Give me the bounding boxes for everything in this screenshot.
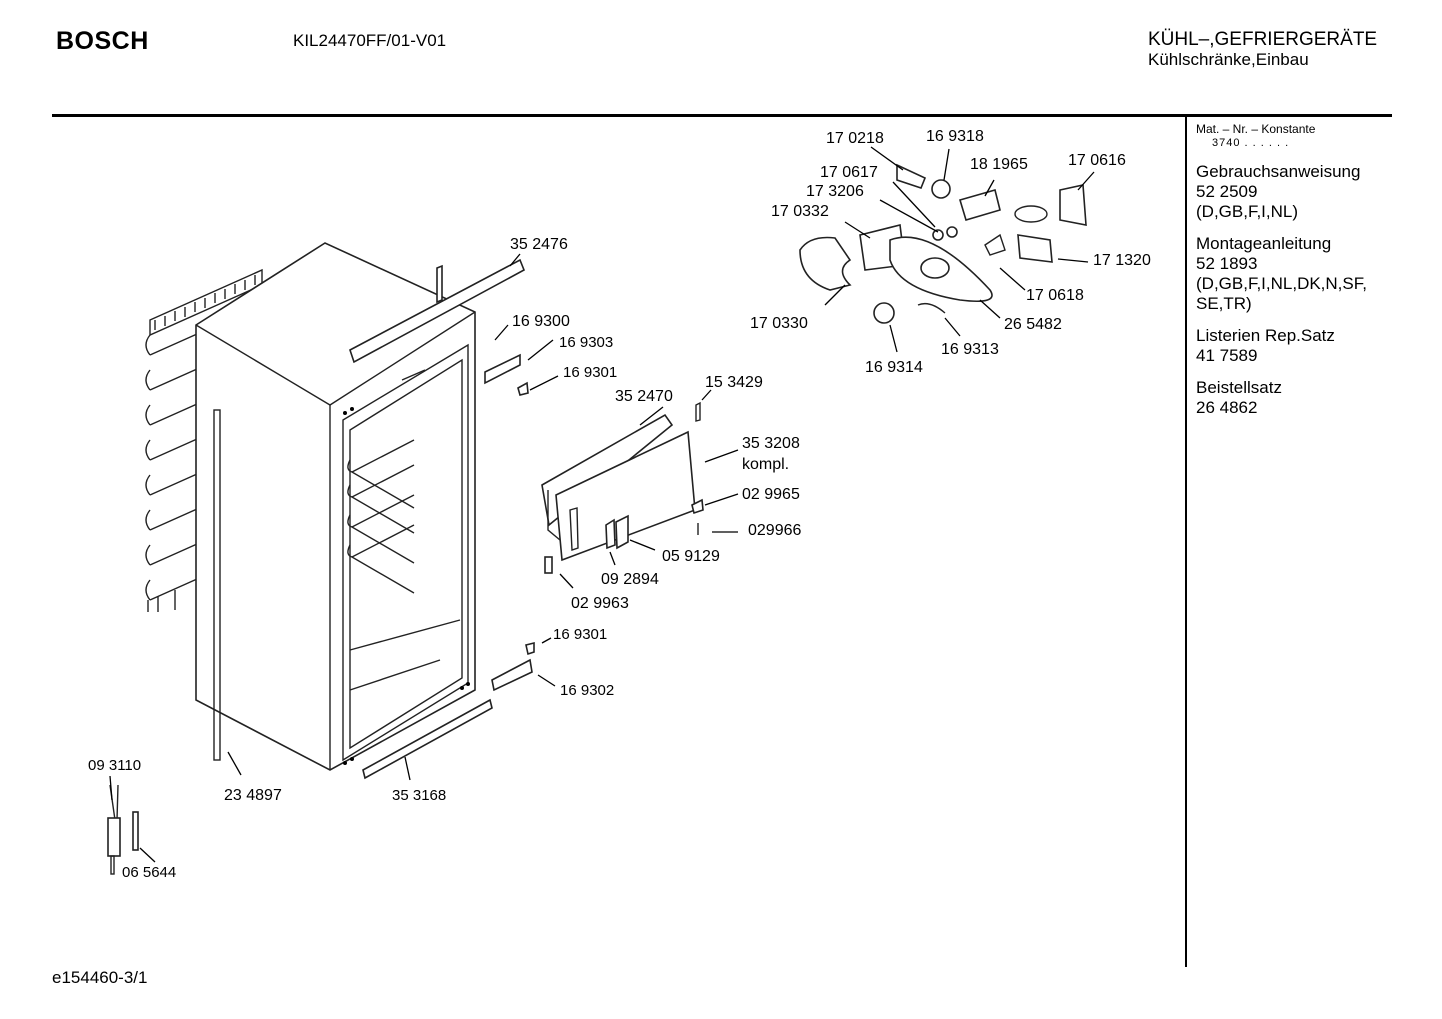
footer-code: e154460-3/1 (52, 968, 148, 987)
hinge-cap (517, 381, 529, 396)
section-line: 26 4862 (1196, 398, 1258, 417)
section-line: 52 1893 (1196, 254, 1258, 273)
part-label-170618: 17 0618 (1026, 287, 1084, 304)
part-label-169318: 16 9318 (926, 128, 984, 145)
sidebar-section-beistellsatz: Beistellsatz 26 4862 (1196, 378, 1386, 418)
section-line: 52 2509 (1196, 182, 1258, 201)
part-label-170617: 17 0617 (820, 164, 878, 181)
part-label-170330: 17 0330 (750, 315, 808, 332)
part-label-169301-top: 16 9301 (563, 364, 617, 381)
mat-label: Mat. – Nr. – Konstante (1196, 122, 1316, 136)
part-label-169303: 16 9303 (559, 334, 613, 351)
category-title: KÜHL–,GEFRIERGERÄTE (1148, 29, 1378, 50)
sidebar-section-listerien: Listerien Rep.Satz 41 7589 (1196, 326, 1386, 366)
part-label-353168: 35 3168 (392, 787, 446, 804)
part-label-065644: 06 5644 (122, 864, 176, 881)
part-label-153429: 15 3429 (705, 374, 763, 391)
category-subtitle: Kühlschränke,Einbau (1148, 50, 1309, 69)
part-label-169302: 16 9302 (560, 682, 614, 699)
header-divider (52, 114, 1392, 117)
bottom-trim (362, 698, 493, 780)
part-label-169301-bottom: 16 9301 (553, 626, 607, 643)
part-label-169300: 16 9300 (512, 313, 570, 330)
part-label-265482: 26 5482 (1004, 316, 1062, 333)
part-label-353208: 35 3208 (742, 435, 800, 452)
bottom-hinge (491, 658, 533, 692)
bottom-hinge-cap (525, 641, 535, 656)
model-number: KIL24470FF/01-V01 (293, 31, 447, 50)
section-line: 41 7589 (1196, 346, 1258, 365)
section-title: Gebrauchsanweisung (1196, 162, 1361, 181)
part-labels: 17 0218 16 9318 18 1965 17 0616 17 0617 … (88, 128, 1151, 881)
section-line: (D,GB,F,I,NL) (1196, 202, 1299, 221)
top-hinge (484, 353, 521, 385)
top-rail-part (349, 258, 526, 364)
part-label-352476: 35 2476 (510, 236, 568, 253)
part-label-173206: 17 3206 (806, 183, 864, 200)
section-title: Listerien Rep.Satz (1196, 326, 1335, 345)
exploded-parts-diagram: 17 0218 16 9318 18 1965 17 0616 17 0617 … (88, 128, 1151, 881)
door-assembly (541, 401, 704, 574)
part-label-093110: 09 3110 (88, 757, 141, 774)
part-label-171320: 17 1320 (1093, 252, 1151, 269)
section-title: Montageanleitung (1196, 234, 1332, 253)
leader-lines (109, 146, 1095, 863)
part-label-170218: 17 0218 (826, 130, 884, 147)
part-label-169314: 16 9314 (865, 359, 923, 376)
sidebar-section-manual: Gebrauchsanweisung 52 2509 (D,GB,F,I,NL) (1196, 162, 1386, 222)
part-label-353208-kompl: kompl. (742, 456, 789, 473)
sidebar-notes: Mat. – Nr. – Konstante 3740 . . . . . . … (1196, 122, 1386, 418)
part-label-170332: 17 0332 (771, 203, 829, 220)
part-label-169313: 16 9313 (941, 341, 999, 358)
top-rail-bracket (436, 264, 443, 304)
cabinet-body (195, 242, 476, 771)
sidebar-divider (1185, 117, 1187, 967)
mat-value: 3740 . . . . . . (1212, 137, 1290, 149)
part-label-029963: 02 9963 (571, 595, 629, 612)
section-line: (D,GB,F,I,NL,DK,N,SF, (1196, 274, 1367, 293)
part-label-029966: 029966 (748, 522, 801, 539)
part-label-170616: 17 0616 (1068, 152, 1126, 169)
part-label-029965: 02 9965 (742, 486, 800, 503)
hinge-pin (401, 369, 426, 381)
brand-logo: BOSCH (56, 27, 149, 55)
sensor-part (107, 784, 139, 875)
part-label-181965: 18 1965 (970, 156, 1028, 173)
section-line: SE,TR) (1196, 294, 1252, 313)
part-label-234897: 23 4897 (224, 787, 282, 804)
control-assembly (799, 163, 1087, 324)
part-label-092894: 09 2894 (601, 571, 659, 588)
sidebar-section-installation: Montageanleitung 52 1893 (D,GB,F,I,NL,DK… (1196, 234, 1386, 314)
part-label-352470: 35 2470 (615, 388, 673, 405)
section-title: Beistellsatz (1196, 378, 1282, 397)
part-label-059129: 05 9129 (662, 548, 720, 565)
